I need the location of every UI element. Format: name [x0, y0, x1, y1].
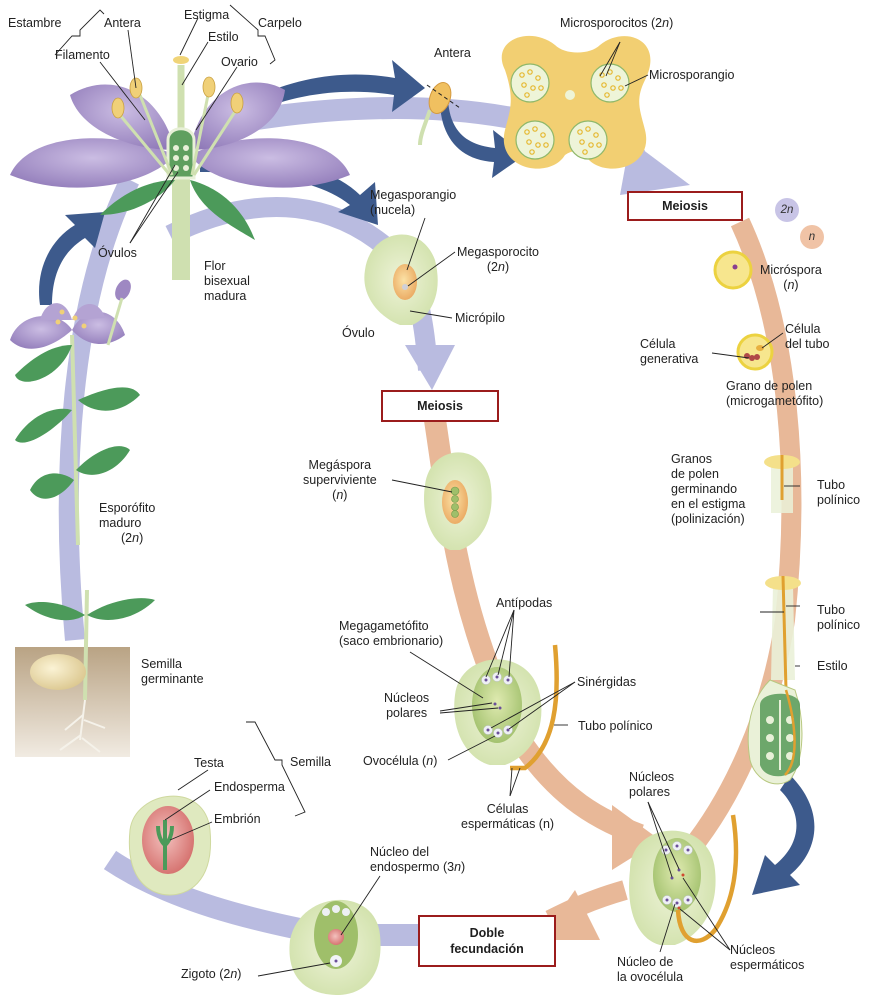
- arrow-to-fertilization: [752, 775, 815, 895]
- label-micropyle: Micrópilo: [455, 311, 506, 325]
- label-seed: Semilla: [290, 755, 331, 769]
- label-style: Estilo: [208, 30, 239, 44]
- pollen-tube-style: [747, 575, 803, 785]
- label-mature-flower: Flor bisexual madura: [204, 259, 250, 303]
- sepal-left: [100, 180, 175, 215]
- carpel-bracket: [229, 4, 276, 65]
- label-generative-cell: Célula generativa: [640, 337, 699, 366]
- band-arrowhead-ovule: [405, 345, 455, 390]
- meiosis-box-male: Meiosis: [627, 191, 743, 221]
- label-polar-nuclei: Núcleos polares: [384, 691, 430, 720]
- ovule-beads: [173, 145, 189, 171]
- germinating-pollen-stigma: [764, 455, 800, 513]
- mature-sporophyte-plant: [10, 279, 140, 546]
- ovule-surviving-megaspore: [391, 452, 492, 550]
- petal-right: [190, 138, 350, 188]
- stamen-bracket: [54, 9, 105, 56]
- label-germinating-pollen: Granos de polen germinando en el estigma…: [671, 452, 746, 526]
- legend-diploid: 2n: [775, 198, 799, 222]
- ovule-megagametophyte: [409, 609, 576, 797]
- label-ovule: Óvulo: [342, 326, 375, 340]
- arrow-to-flower: [39, 212, 105, 305]
- seed-closeup: [128, 721, 306, 896]
- seed-bracket: [246, 721, 306, 817]
- label-pollen-tube-2: Tubo polínico: [817, 603, 861, 632]
- label-stigma: Estigma: [184, 8, 230, 22]
- mature-flower: [10, 56, 350, 280]
- label-tube-cell: Célula del tubo: [785, 322, 830, 351]
- label-ovules: Óvulos: [98, 246, 137, 260]
- label-anther-closeup: Antera: [434, 46, 471, 60]
- label-antipodals: Antípodas: [496, 596, 553, 610]
- label-ovary: Ovario: [221, 55, 258, 69]
- arrow-to-anther: [250, 60, 425, 112]
- label-pollen-tube-1: Tubo polínico: [817, 478, 861, 507]
- peach-arrowhead-fertilization: [612, 805, 660, 870]
- legend-haploid: n: [800, 225, 824, 249]
- label-germinating-seed: Semilla germinante: [141, 657, 204, 686]
- label-testa: Testa: [194, 756, 224, 770]
- label-microspore: Micróspora (n): [760, 263, 822, 292]
- label-zygote: Zigoto (2n): [181, 967, 242, 981]
- label-carpel: Carpelo: [258, 16, 302, 30]
- label-pollen-tube-female: Tubo polínico: [578, 719, 653, 733]
- label-egg-nucleus: Núcleo de la ovocélula: [617, 955, 684, 984]
- label-polar-nuclei-fert: Núcleos polares: [629, 770, 675, 799]
- stigma: [173, 56, 189, 64]
- microspore: [713, 250, 753, 290]
- label-style-male: Estilo: [817, 659, 848, 673]
- pollen-tube: [510, 644, 559, 771]
- label-mature-sporophyte: Esporófito maduro (2n): [99, 501, 156, 545]
- label-microsporangium: Microsporangio: [649, 68, 735, 82]
- double-fertilization-box: Doble fecundación: [418, 915, 556, 967]
- label-egg-cell: Ovocélula (n): [363, 754, 438, 768]
- petal-back-right: [190, 82, 285, 150]
- anthers: [111, 76, 244, 119]
- anther-closeup: [418, 82, 461, 146]
- label-anther: Antera: [104, 16, 141, 30]
- label-embryo: Embrión: [214, 812, 261, 826]
- label-pollen-grain: Grano de polen (microgametófito): [726, 379, 824, 408]
- flower-leader-lines: [54, 4, 276, 244]
- ovule-zygote: [257, 875, 381, 995]
- label-microsporocytes: Microsporocitos (2n): [560, 16, 674, 30]
- sepal-right: [190, 180, 255, 240]
- label-endosperm: Endosperma: [214, 780, 285, 794]
- label-synergids: Sinérgidas: [577, 675, 637, 689]
- label-surviving-megaspore: Megáspora superviviente (n): [303, 458, 377, 502]
- meiosis-box-female: Meiosis: [381, 390, 499, 422]
- label-megagametophyte: Megagametófito (saco embrionario): [339, 619, 444, 648]
- label-filament: Filamento: [55, 48, 110, 62]
- label-stamen: Estambre: [8, 16, 62, 30]
- microsporangium-cross-section: [501, 35, 651, 169]
- ovule-megasporocyte: [364, 217, 456, 325]
- germinating-seedling: [15, 589, 155, 757]
- petal-left: [10, 138, 175, 188]
- ovule-fertilization: [629, 801, 739, 953]
- label-sperm-nuclei: Núcleos espermáticos: [730, 943, 805, 972]
- label-endosperm-nucleus: Núcleo del endospermo (3n): [370, 845, 466, 874]
- label-sperm-cells: Células espermáticas (n): [461, 802, 555, 831]
- filaments: [118, 94, 238, 176]
- pollen-grain: [711, 332, 784, 371]
- flower-stem: [172, 170, 190, 280]
- label-megasporocyte: Megasporocito (2n): [457, 245, 539, 274]
- label-megasporangium: Megasporangio (nucela): [370, 188, 457, 217]
- arrow-to-microsporangium: [440, 100, 525, 178]
